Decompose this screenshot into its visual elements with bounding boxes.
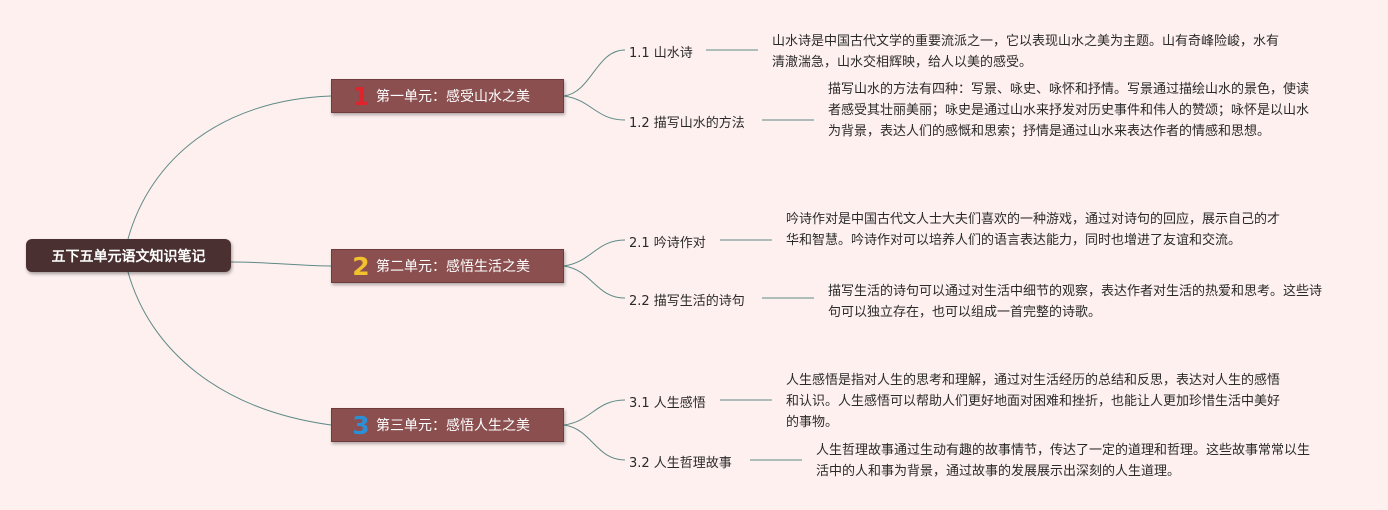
unit-title-3: 第三单元：感悟人生之美 (376, 418, 530, 434)
connector-unit-1-topic-1 (563, 49, 626, 97)
connector-unit-3-topic-2 (563, 424, 626, 461)
topic-2-2[interactable]: 2.2 描写生活的诗句 (629, 294, 745, 309)
connector-unit-1-topic-2 (563, 95, 626, 121)
unit-number-3: 3 (352, 410, 370, 440)
unit-title-2: 第二单元：感悟生活之美 (376, 259, 530, 275)
topic-3-2[interactable]: 3.2 人生哲理故事 (629, 456, 732, 471)
topic-3-1[interactable]: 3.1 人生感悟 (629, 396, 706, 411)
topic-1-2-description: 描写山水的方法有四种：写景、咏史、咏怀和抒情。写景通过描绘山水的景色，使读者感受… (828, 82, 1310, 139)
unit-number-1: 1 (352, 81, 370, 111)
unit-node-3[interactable]: 3 第三单元：感悟人生之美 (331, 408, 564, 442)
root-title: 五下五单元语文知识笔记 (51, 248, 206, 265)
topic-1-1[interactable]: 1.1 山水诗 (629, 46, 693, 61)
root-node[interactable]: 五下五单元语文知识笔记 (26, 239, 231, 272)
topic-2-2-description: 描写生活的诗句可以通过对生活中细节的观察，表达作者对生活的热爱和思考。这些诗句可… (828, 284, 1323, 320)
unit-title-1: 第一单元：感受山水之美 (376, 89, 530, 105)
connector-root-unit-3 (127, 271, 332, 426)
connector-unit-3-topic-1 (563, 399, 626, 426)
unit-node-1[interactable]: 1 第一单元：感受山水之美 (331, 79, 564, 113)
topic-2-1-description: 吟诗作对是中国古代文人士大夫们喜欢的一种游戏，通过对诗句的回应，展示自己的才华和… (786, 212, 1281, 248)
unit-number-2: 2 (352, 251, 370, 281)
unit-node-2[interactable]: 2 第二单元：感悟生活之美 (331, 249, 564, 283)
connector-unit-2-topic-1 (563, 239, 626, 267)
connector-root-unit-2 (230, 261, 332, 267)
topic-1-1-description: 山水诗是中国古代文学的重要流派之一，它以表现山水之美为主题。山有奇峰险峻，水有清… (772, 34, 1280, 70)
connector-unit-2-topic-2 (563, 265, 626, 299)
topic-3-2-description: 人生哲理故事通过生动有趣的故事情节，传达了一定的道理和哲理。这些故事常常以生活中… (816, 443, 1311, 479)
topic-3-1-description: 人生感悟是指对人生的思考和理解，通过对生活经历的总结和反思，表达对人生的感悟和认… (786, 373, 1281, 430)
connector-root-unit-1 (127, 95, 332, 240)
topic-2-1[interactable]: 2.1 吟诗作对 (629, 236, 706, 251)
topic-1-2[interactable]: 1.2 描写山水的方法 (629, 116, 745, 131)
